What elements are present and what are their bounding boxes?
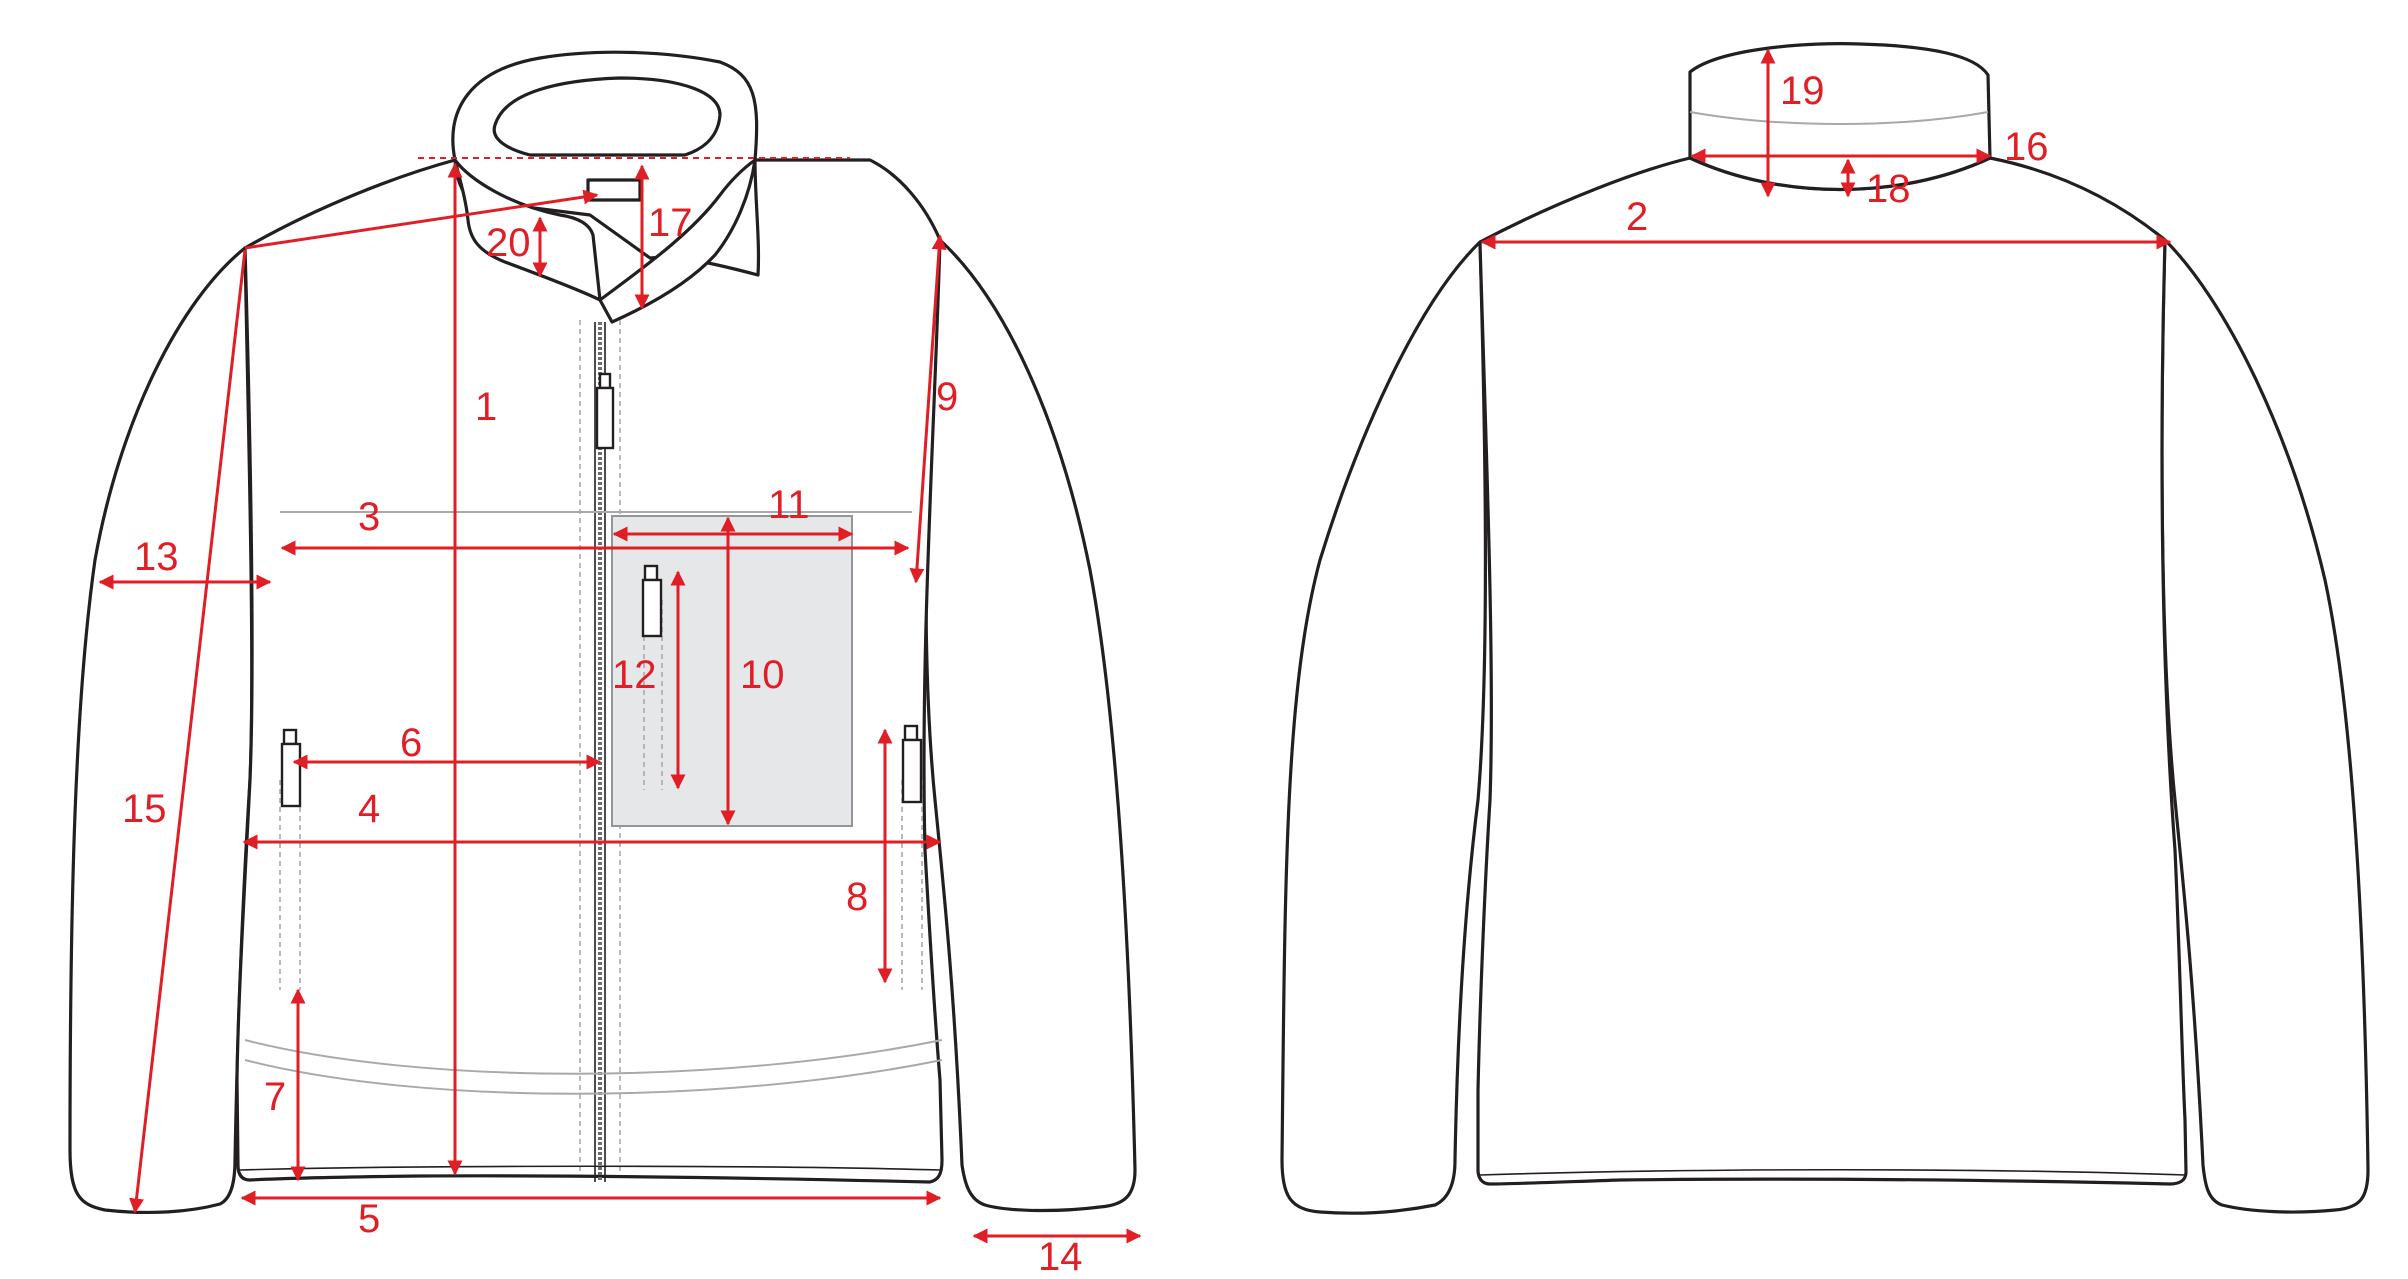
front-collar-left-flap	[453, 158, 602, 302]
front-right-sleeve	[924, 238, 1137, 1213]
label-14: 14	[1038, 1235, 1083, 1279]
back-jacket-view	[1280, 42, 2370, 1215]
label-8: 8	[846, 875, 868, 919]
measurement-lines	[98, 48, 2172, 1244]
label-7: 7	[264, 1075, 286, 1119]
label-18: 18	[1866, 167, 1911, 211]
hem-seam-upper	[244, 1039, 943, 1075]
measure-9-line	[909, 234, 947, 584]
label-4: 4	[358, 787, 380, 831]
main-zipper-pull	[595, 372, 615, 450]
label-6: 6	[400, 721, 422, 765]
label-3: 3	[358, 495, 380, 539]
hem-seam-lower	[244, 1059, 943, 1095]
back-body	[1476, 156, 2188, 1186]
back-left-sleeve	[1280, 240, 1488, 1215]
measurement-labels: 1 3 4 5 6 7 8 9 10 11 12 13 14 15 17 20 …	[122, 69, 2049, 1279]
label-20: 20	[486, 221, 531, 265]
label-15: 15	[122, 787, 167, 831]
right-hand-pocket	[901, 780, 923, 990]
label-1: 1	[475, 385, 497, 429]
chest-pocket-zipper-pull	[641, 564, 663, 638]
label-2: 2	[1626, 195, 1648, 239]
label-16: 16	[2004, 125, 2049, 169]
back-right-sleeve	[2160, 238, 2370, 1214]
label-10: 10	[740, 653, 785, 697]
collar-tag	[586, 178, 642, 202]
back-collar	[1688, 42, 1992, 192]
label-5: 5	[358, 1197, 380, 1241]
label-19: 19	[1780, 69, 1825, 113]
front-collar-opening	[492, 76, 722, 157]
label-12: 12	[612, 653, 657, 697]
back-collar-seam	[1689, 111, 1989, 125]
front-jacket-view	[68, 50, 1137, 1215]
measure-20-shoulder-line	[244, 189, 599, 250]
left-hand-pocket	[279, 780, 301, 990]
label-13: 13	[134, 535, 179, 579]
measure-15-line	[129, 249, 247, 1214]
label-17: 17	[648, 201, 693, 245]
right-pocket-zipper-pull	[901, 724, 923, 804]
front-left-sleeve	[68, 246, 254, 1215]
label-11: 11	[768, 483, 810, 527]
label-9: 9	[936, 375, 958, 419]
